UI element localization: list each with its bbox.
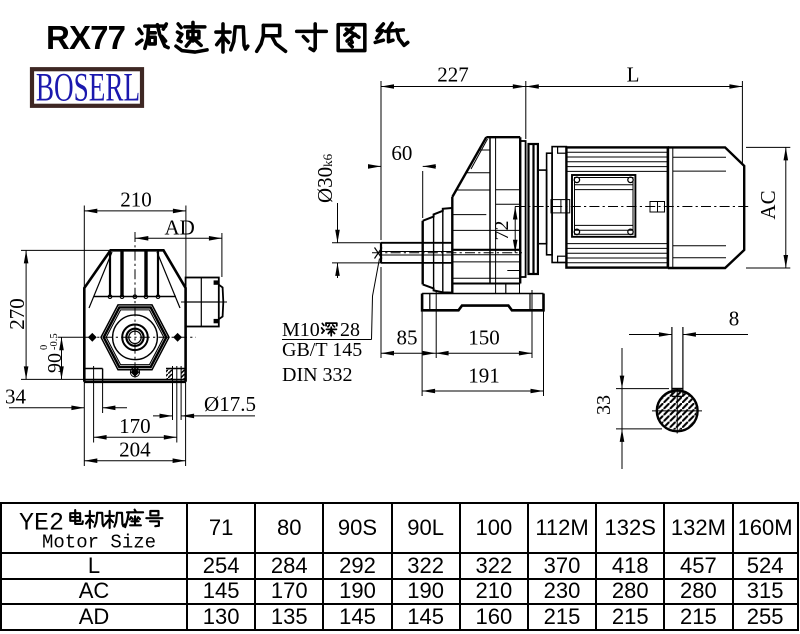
svg-text:170: 170 [119, 414, 151, 438]
svg-text:DIN 332: DIN 332 [282, 364, 353, 386]
svg-text:RX77: RX77 [46, 19, 126, 56]
svg-text:204: 204 [119, 438, 151, 462]
svg-text:-0.5: -0.5 [49, 333, 60, 350]
svg-text:28: 28 [340, 319, 360, 341]
svg-text:85: 85 [397, 326, 418, 350]
svg-text:60: 60 [391, 141, 412, 165]
svg-text:90: 90 [44, 353, 66, 373]
svg-text:0: 0 [39, 345, 50, 350]
svg-text:8: 8 [729, 307, 740, 331]
svg-text:33: 33 [593, 395, 615, 415]
svg-text:72: 72 [491, 221, 513, 241]
svg-text:L: L [627, 63, 640, 87]
svg-text:150: 150 [468, 326, 500, 350]
svg-text:227: 227 [437, 63, 469, 87]
svg-text:191: 191 [468, 364, 500, 388]
svg-text:210: 210 [120, 188, 152, 212]
svg-text:34: 34 [5, 385, 27, 409]
svg-text:Ø17.5: Ø17.5 [204, 392, 256, 416]
svg-text:AD: AD [165, 216, 195, 240]
svg-text:Ø30k6: Ø30k6 [313, 153, 337, 203]
svg-text:AC: AC [756, 190, 780, 219]
svg-text:GB/T 145: GB/T 145 [282, 339, 362, 361]
svg-text:M10: M10 [282, 319, 320, 341]
svg-text:270: 270 [5, 298, 29, 330]
svg-text:BOSERL: BOSERL [36, 67, 140, 110]
